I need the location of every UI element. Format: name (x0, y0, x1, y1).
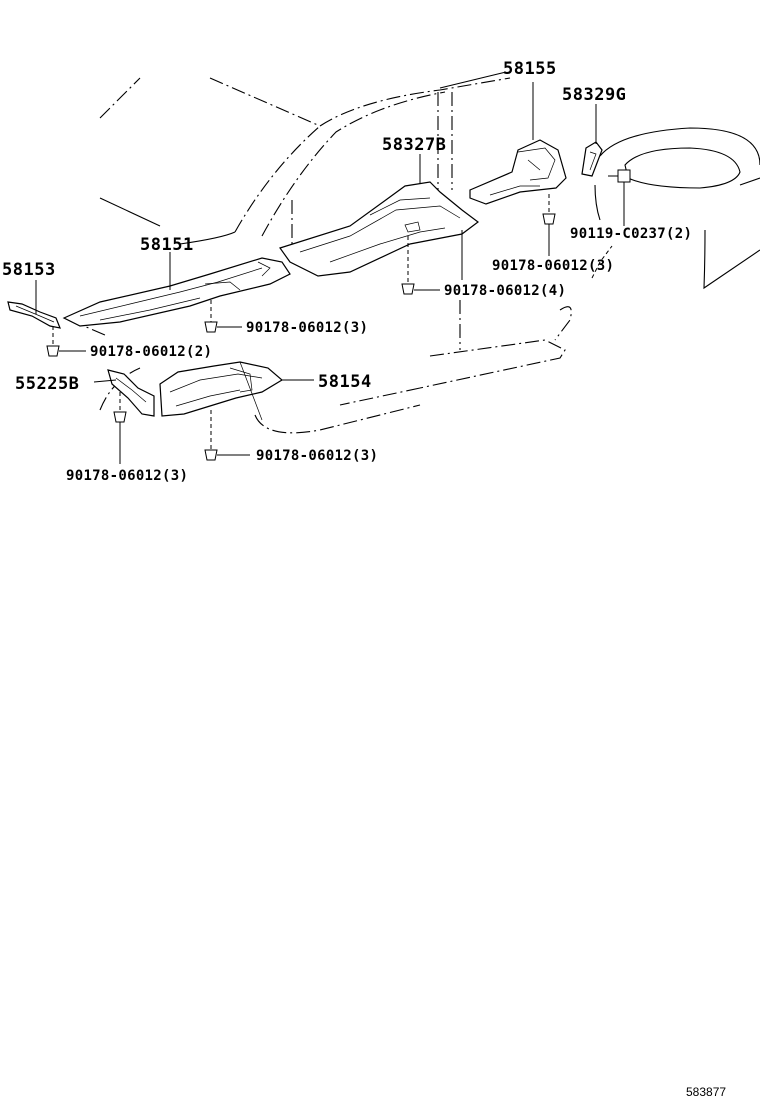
clip-nut-icon (542, 194, 556, 256)
clip-nut-icon (113, 392, 127, 464)
label-90178-center: 90178-06012(4) (444, 283, 566, 299)
label-58327B: 58327B (382, 135, 446, 155)
part-58154-shape (159, 361, 284, 421)
label-90178-lower-right: 90178-06012(3) (256, 448, 378, 464)
leader-dash-upper-right (591, 245, 613, 279)
label-90178-upper-right: 90178-06012(3) (492, 258, 614, 274)
label-58329G: 58329G (562, 85, 626, 105)
part-58153-shape (7, 301, 61, 329)
clip-nut-icon (204, 300, 242, 333)
part-55225B-shape (107, 369, 155, 417)
clip-nut-icon (401, 236, 440, 295)
label-58153: 58153 (2, 260, 56, 280)
part-58329G-shape (581, 141, 603, 177)
label-58151: 58151 (140, 235, 194, 255)
diagram-id: 583877 (686, 1085, 726, 1099)
leader-55225B (93, 379, 117, 383)
tire-outline (594, 127, 760, 290)
vehicle-body-outline (69, 77, 572, 434)
bolt-icon (608, 169, 631, 183)
part-58327B-shape (279, 181, 479, 277)
part-58155-shape (469, 139, 567, 205)
label-90119-C0237: 90119-C0237(2) (570, 226, 692, 242)
clip-nut-icon (204, 410, 250, 461)
label-58155: 58155 (503, 59, 557, 79)
label-90178-lower-left: 90178-06012(3) (66, 468, 188, 484)
label-90178-left: 90178-06012(2) (90, 344, 212, 360)
label-90178-mid-left: 90178-06012(3) (246, 320, 368, 336)
label-55225B: 55225B (15, 374, 79, 394)
part-58151-shape (62, 257, 291, 327)
clip-nut-icon (46, 326, 86, 357)
label-58154: 58154 (318, 372, 372, 392)
